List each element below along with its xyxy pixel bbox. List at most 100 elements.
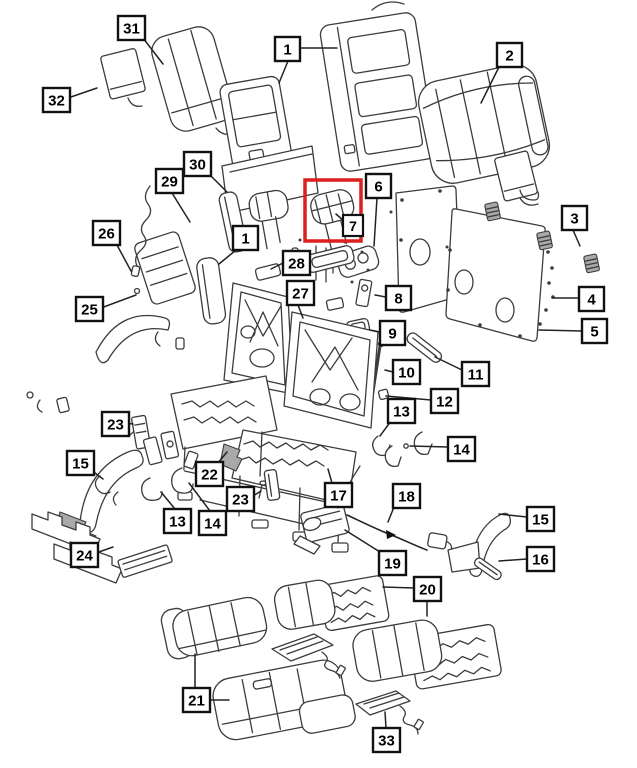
callout-box[interactable]: [525, 545, 556, 573]
callout-30-4[interactable]: 30: [182, 150, 228, 193]
curved-arm-art: [95, 314, 171, 364]
part-32-art: [100, 48, 146, 100]
callout-20-35[interactable]: 20: [382, 575, 443, 617]
callout-1-2[interactable]: 1: [273, 35, 338, 84]
callout-14-22[interactable]: 14: [409, 435, 477, 463]
callout-box[interactable]: [162, 507, 193, 535]
callout-box[interactable]: [371, 726, 402, 754]
callout-box[interactable]: [577, 285, 606, 313]
cushion-right-art: [352, 619, 502, 690]
callout-box[interactable]: [377, 549, 408, 577]
callout-box[interactable]: [69, 541, 100, 569]
callout-4-16[interactable]: 4: [551, 285, 606, 313]
callout-box[interactable]: [194, 460, 225, 488]
callout-8-13[interactable]: 8: [374, 284, 413, 312]
part-33-mat-art: [355, 690, 424, 735]
callout-number: 33: [378, 733, 395, 750]
callout-15-24[interactable]: 15: [65, 449, 104, 480]
callout-box[interactable]: [154, 167, 185, 195]
callout-31-0[interactable]: 31: [116, 14, 164, 65]
callout-box[interactable]: [495, 41, 524, 69]
callout-26-6[interactable]: 26: [91, 219, 132, 272]
callout-17-30[interactable]: 17: [323, 468, 354, 509]
callout-10-18[interactable]: 10: [384, 358, 422, 386]
callout-box[interactable]: [525, 505, 556, 533]
panel-hook-art: [519, 197, 539, 206]
callout-13-27[interactable]: 13: [160, 491, 193, 535]
callout-box[interactable]: [41, 86, 72, 114]
callout-box[interactable]: [560, 204, 589, 232]
callout-25-7[interactable]: 25: [74, 294, 137, 323]
callout-number: 30: [189, 157, 206, 174]
callout-box[interactable]: [181, 686, 212, 714]
callout-box[interactable]: [378, 319, 407, 347]
callout-box[interactable]: [100, 410, 131, 438]
callout-box[interactable]: [446, 435, 477, 463]
callout-box[interactable]: [386, 397, 417, 425]
callout-number: 16: [532, 552, 549, 569]
callout-box[interactable]: [231, 224, 260, 252]
callout-box[interactable]: [341, 213, 365, 238]
callout-12-20[interactable]: 12: [385, 387, 460, 415]
callout-number: 27: [292, 286, 309, 303]
callout-box[interactable]: [460, 360, 491, 388]
callout-box[interactable]: [412, 575, 443, 603]
callout-number: 13: [393, 404, 410, 421]
callout-6-11[interactable]: 6: [364, 172, 393, 247]
callout-27-10[interactable]: 27: [285, 279, 316, 319]
callout-leader: [373, 197, 378, 247]
callout-23-26[interactable]: 23: [225, 485, 262, 513]
callout-7-12[interactable]: 7: [335, 213, 365, 238]
callout-23-23[interactable]: 23: [100, 410, 134, 438]
callout-box[interactable]: [273, 35, 302, 63]
callout-box[interactable]: [281, 249, 312, 277]
callout-box[interactable]: [285, 279, 316, 307]
callout-11-19[interactable]: 11: [434, 356, 491, 388]
callout-box[interactable]: [364, 172, 393, 200]
callout-5-17[interactable]: 5: [538, 317, 609, 345]
callout-14-28[interactable]: 14: [188, 482, 228, 537]
callout-box[interactable]: [391, 358, 422, 386]
callout-16-34[interactable]: 16: [498, 545, 556, 573]
back-panel-right-art: [445, 208, 555, 342]
callout-box[interactable]: [74, 295, 105, 323]
callout-22-25[interactable]: 22: [194, 451, 228, 488]
callout-box[interactable]: [323, 481, 354, 509]
callout-box[interactable]: [580, 317, 609, 345]
callout-leader: [188, 482, 211, 512]
callout-leader: [382, 586, 415, 589]
callout-leader: [327, 468, 333, 484]
lower-left-parts-art: [26, 391, 281, 584]
callout-28-9[interactable]: 28: [270, 249, 312, 277]
callout-leader: [369, 329, 381, 333]
part-31-art: [151, 26, 234, 132]
callout-box[interactable]: [429, 387, 460, 415]
callout-number: 17: [330, 488, 347, 505]
callout-13-21[interactable]: 13: [379, 397, 417, 437]
callout-box[interactable]: [384, 284, 413, 312]
callout-box[interactable]: [116, 14, 147, 42]
callout-box[interactable]: [91, 219, 122, 247]
callout-leader: [171, 192, 191, 223]
callout-1-8[interactable]: 1: [218, 224, 260, 265]
callout-box[interactable]: [225, 485, 256, 513]
callout-3-15[interactable]: 3: [560, 204, 589, 247]
callout-box[interactable]: [65, 449, 96, 477]
callout-box[interactable]: [197, 509, 228, 537]
callout-15-33[interactable]: 15: [498, 505, 556, 533]
callout-9-14[interactable]: 9: [369, 319, 407, 347]
callout-box[interactable]: [391, 482, 422, 510]
callout-29-5[interactable]: 29: [154, 167, 191, 223]
callout-24-29[interactable]: 24: [69, 541, 114, 569]
cable-arrow-art: [386, 530, 396, 539]
part-25-clip-art: [133, 287, 141, 295]
callout-32-1[interactable]: 32: [41, 86, 98, 114]
callout-2-3[interactable]: 2: [480, 41, 524, 104]
callout-18-31[interactable]: 18: [387, 482, 422, 523]
callout-leader: [434, 356, 463, 371]
callout-19-32[interactable]: 19: [344, 529, 408, 577]
callout-33-37[interactable]: 33: [371, 711, 402, 754]
callout-21-36[interactable]: 21: [181, 653, 230, 714]
callout-box[interactable]: [182, 150, 213, 178]
callout-number: 10: [398, 365, 415, 382]
